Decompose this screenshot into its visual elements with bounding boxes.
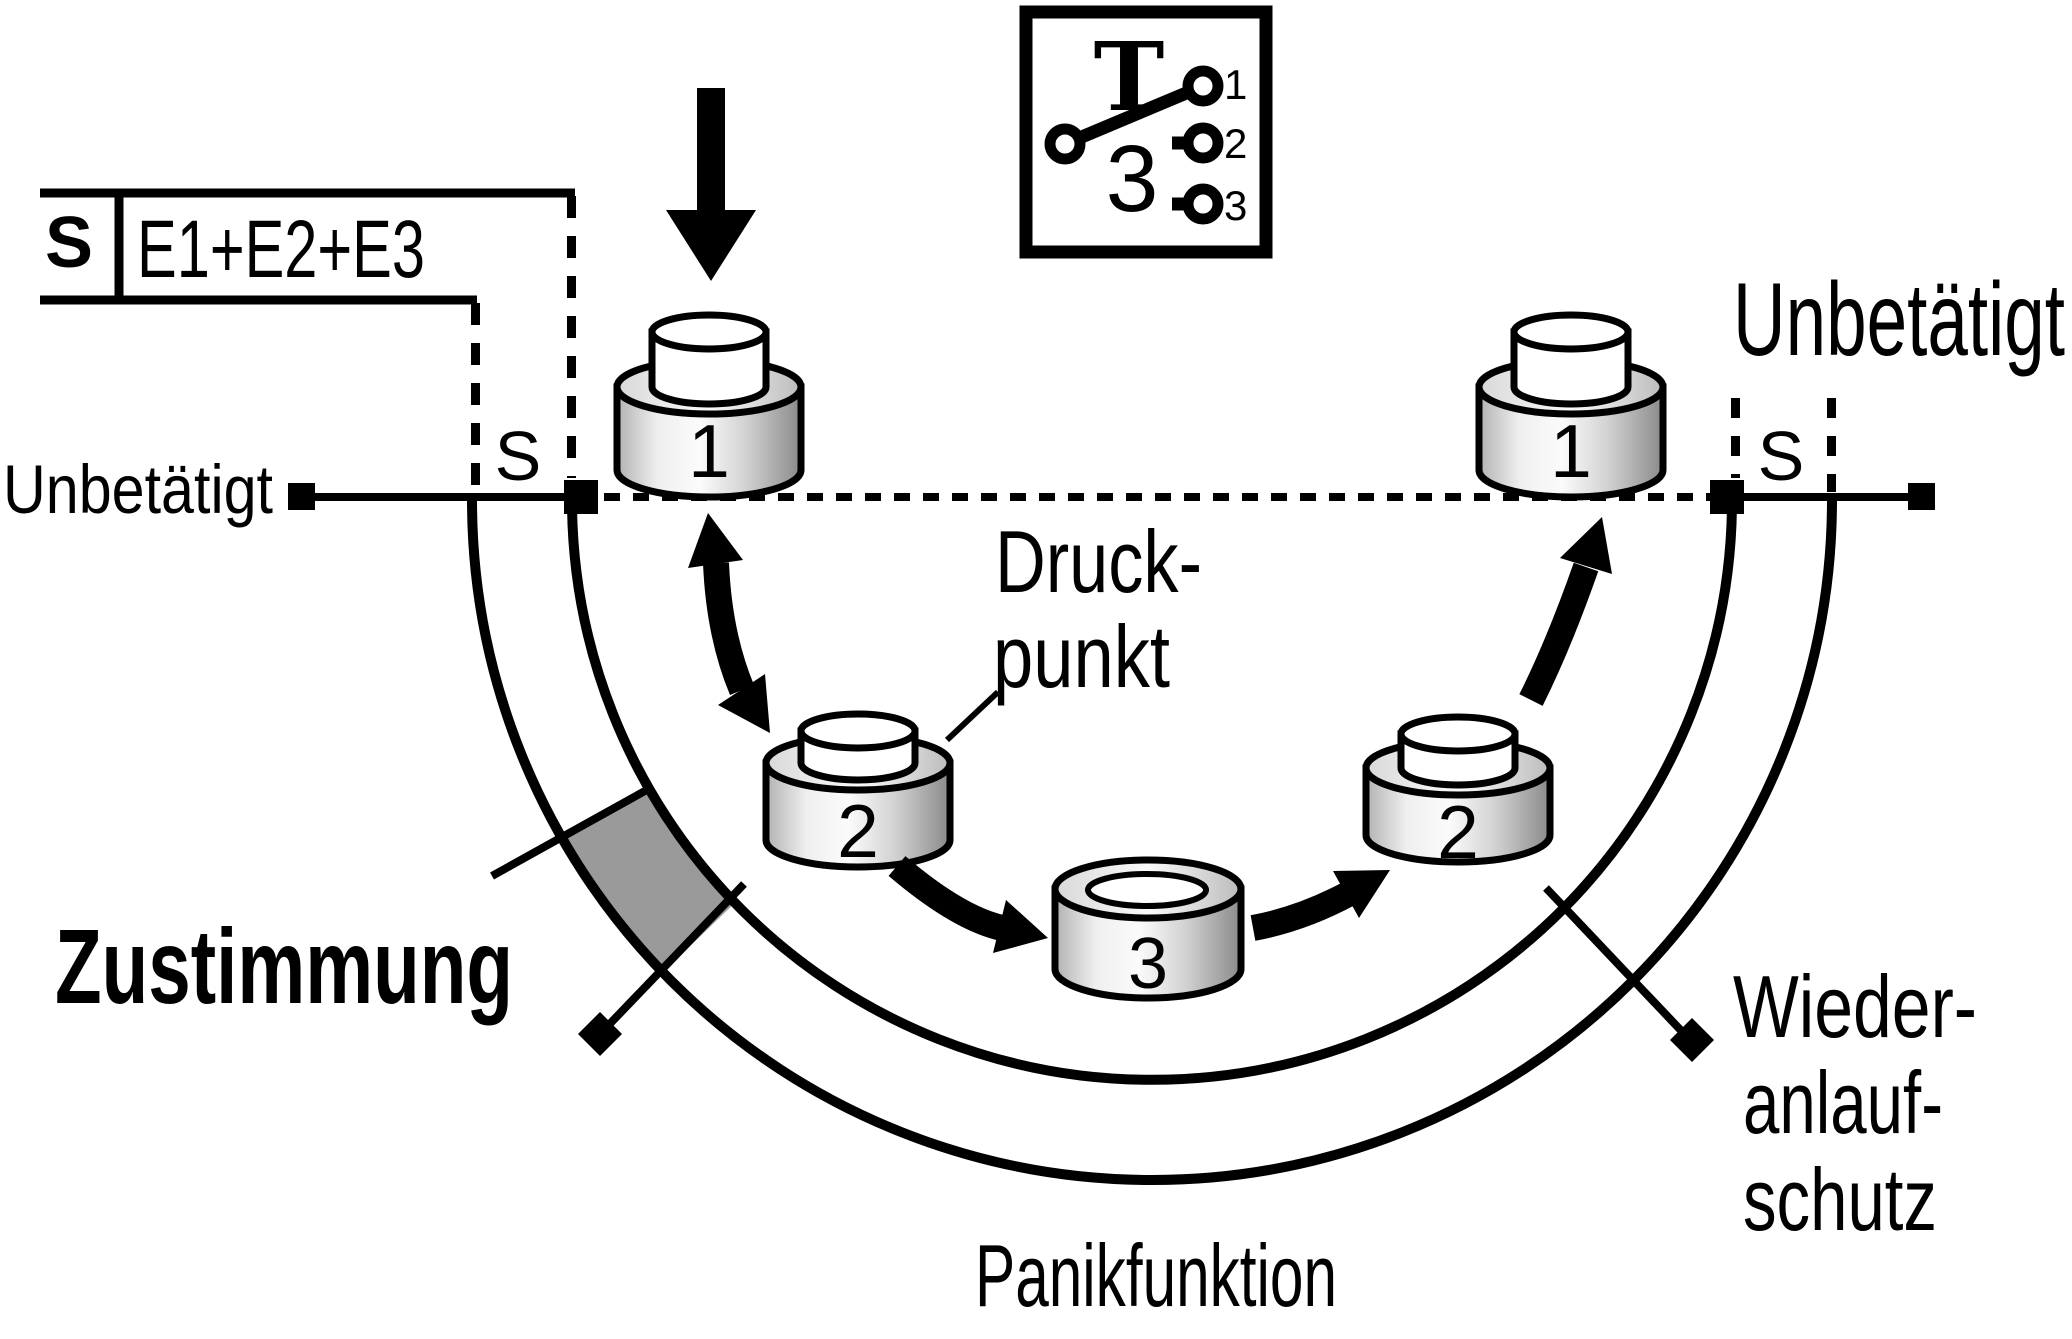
arrow-2-to-1-shaft — [1519, 562, 1599, 706]
right-junction-square — [1710, 480, 1744, 514]
contact-lever-line — [1062, 80, 1206, 150]
contact-symbol-box: T 3 1 2 3 — [1019, 5, 1273, 259]
double-arrow-1-2 — [688, 513, 770, 733]
unactuated-right-label: Unbetätigt — [1733, 262, 2065, 378]
text-labels: Unbetätigt S Unbetätigt S Druck- punkt Z… — [3, 262, 2065, 1325]
switch-s-left-label: S — [495, 417, 542, 495]
button-1-left: 1 — [613, 311, 805, 501]
arrow-3-to-2-head — [1333, 870, 1390, 918]
contact-box-frame — [1019, 5, 1273, 259]
zone-ticks — [490, 783, 1714, 1062]
restart-protection-diamond — [1670, 1018, 1714, 1062]
restart-protection-label-line1: Wieder- — [1733, 957, 1977, 1056]
contact-3-label: 3 — [1224, 182, 1247, 229]
left-junction-square — [564, 480, 598, 514]
enable-zone-end-tick — [599, 881, 747, 1035]
button-1-right-plunger-top — [1510, 311, 1632, 353]
contact-2-circle — [1182, 122, 1224, 164]
contact-1-circle — [1182, 65, 1224, 107]
contact-box-digit: 3 — [1106, 126, 1159, 232]
contact-3-circle — [1182, 183, 1224, 225]
arrow-2-to-3-head — [993, 900, 1048, 953]
label-box-terms: E1+E2+E3 — [137, 204, 425, 295]
button-2-left: 2 — [762, 710, 954, 873]
panic-function-label: Panikfunktion — [975, 1226, 1337, 1325]
enable-label: Zustimmung — [55, 908, 513, 1026]
button-2-left-number: 2 — [837, 789, 879, 873]
button-3-recess-rim — [1088, 892, 1206, 909]
button-2-right: 2 — [1362, 713, 1554, 874]
enable-zone-segment — [563, 790, 735, 973]
enable-zone-start-tick — [490, 783, 654, 880]
pressure-point-label-line1: Druck- — [995, 512, 1202, 611]
button-3-bottom: 3 — [1051, 856, 1245, 1004]
enable-zone-end-diamond — [578, 1012, 622, 1056]
dashed-drop-lines — [471, 196, 1836, 492]
contact-2-label: 2 — [1224, 120, 1247, 167]
restart-protection-label-line3: schutz — [1743, 1150, 1937, 1249]
button-1-left-body — [613, 383, 805, 501]
restart-protection-tick — [1543, 885, 1693, 1043]
arrow-2-to-1-head — [1560, 517, 1612, 574]
rest-baseline — [288, 480, 1935, 514]
button-1-right: 1 — [1475, 311, 1667, 501]
unactuated-left-label: Unbetätigt — [3, 451, 273, 528]
double-arrow-shaft — [703, 562, 755, 696]
button-1-left-number: 1 — [688, 409, 730, 493]
press-down-arrow — [666, 88, 756, 281]
label-box-switch-id: S — [45, 203, 93, 283]
pressure-point-label-line2: punkt — [993, 607, 1170, 706]
right-line-end-square — [1908, 483, 1935, 510]
pressure-point-pointer-line — [944, 689, 1001, 743]
contact-1-label: 1 — [1224, 61, 1247, 108]
button-1-left-plunger-top — [648, 311, 770, 353]
button-2-right-number: 2 — [1437, 790, 1479, 874]
button-1-right-body — [1475, 383, 1667, 501]
button-1-right-number: 1 — [1550, 409, 1592, 493]
contact-pivot-circle — [1044, 123, 1086, 165]
arrow-2-to-3-shaft — [888, 856, 1006, 941]
outer-arc — [467, 499, 1837, 1185]
arrow-3-to-2-shaft — [1250, 881, 1357, 941]
inner-arc — [567, 499, 1737, 1085]
button-2-right-plunger-top — [1397, 713, 1519, 755]
schematic-label-box: S E1+E2+E3 — [40, 188, 575, 305]
double-arrow-up-head — [688, 513, 743, 568]
sequence-arrows — [888, 517, 1612, 953]
double-arrow-down-head — [718, 674, 770, 733]
button-3-number: 3 — [1128, 924, 1168, 1004]
button-2-left-plunger-top — [797, 710, 919, 752]
switch-s-right-label: S — [1758, 417, 1805, 495]
travel-arcs — [467, 499, 1837, 1185]
restart-protection-label-line2: anlauf- — [1743, 1053, 1943, 1152]
